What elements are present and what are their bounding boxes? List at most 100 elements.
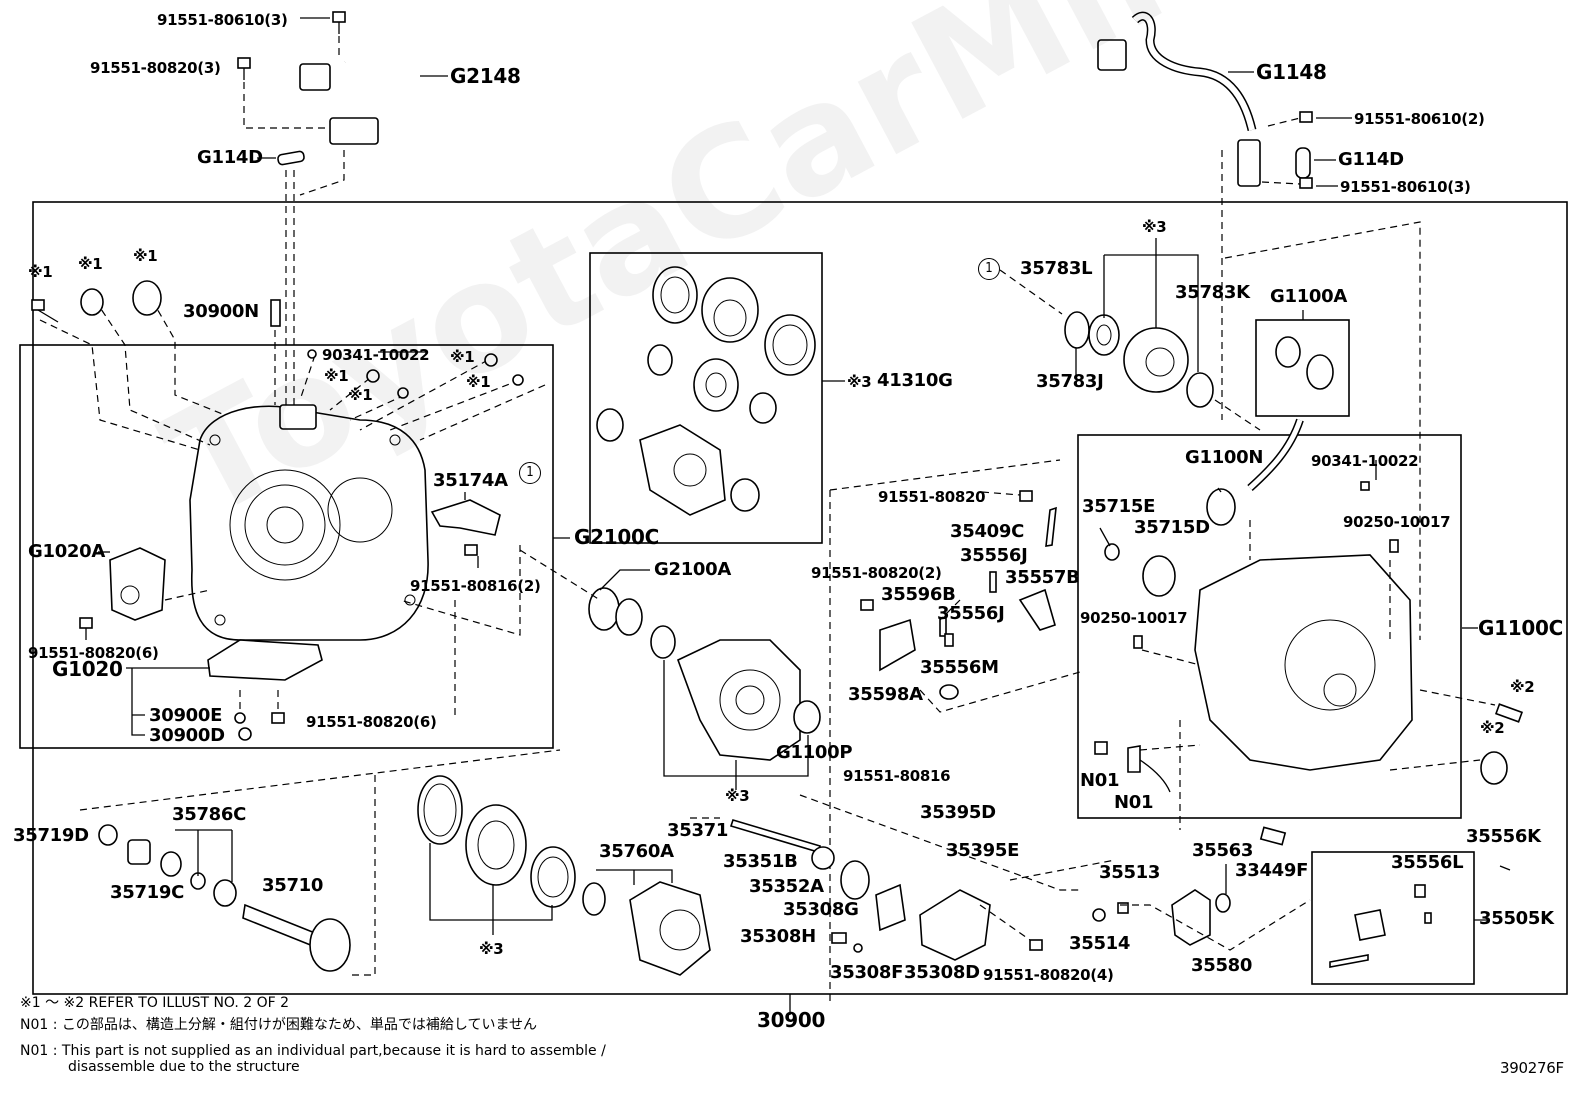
label-91551-80820-6a: 91551-80820(6) bbox=[28, 644, 159, 662]
label-x3-bot: ※3 bbox=[479, 940, 504, 958]
label-35174a: 35174A bbox=[433, 470, 508, 491]
label-35308h: 35308H bbox=[740, 926, 816, 947]
diff-case-assembly bbox=[676, 639, 801, 761]
bearing bbox=[465, 804, 527, 886]
label-35556m: 35556M bbox=[920, 657, 999, 678]
label-35710: 35710 bbox=[262, 875, 324, 896]
35505k-kit-frame bbox=[1311, 851, 1475, 985]
label-35783j: 35783J bbox=[1036, 371, 1104, 392]
label-30900d: 30900D bbox=[149, 725, 225, 746]
label-91551-80816-2: 91551-80816(2) bbox=[410, 577, 541, 595]
label-35505k: 35505K bbox=[1479, 908, 1554, 929]
label-g1148: G1148 bbox=[1256, 60, 1327, 84]
case-g1100c bbox=[1194, 554, 1413, 771]
label-35409c: 35409C bbox=[950, 521, 1025, 542]
label-35557b: 35557B bbox=[1005, 567, 1080, 588]
sensor-35556l bbox=[1354, 909, 1386, 941]
note-n01-jp: N01 : この部品は、構造上分解・組付けが困難なため、単品では補給していません bbox=[20, 1017, 538, 1033]
shaft-35710 bbox=[242, 903, 351, 972]
shim-35783j bbox=[1064, 311, 1090, 349]
label-x1-d: ※1 bbox=[450, 348, 475, 366]
label-x3-mid: ※3 bbox=[725, 787, 750, 805]
lever-35557b bbox=[1018, 588, 1056, 631]
note-refer: ※1 〜 ※2 REFER TO ILLUST NO. 2 OF 2 bbox=[20, 995, 290, 1011]
diff-kit-frame bbox=[589, 252, 823, 544]
label-35352a: 35352A bbox=[749, 876, 824, 897]
label-x1-a: ※1 bbox=[28, 263, 53, 281]
sensor-n01 bbox=[1127, 745, 1141, 773]
cover-35308d bbox=[919, 889, 991, 961]
label-91551-80820-3: 91551-80820(3) bbox=[90, 59, 221, 77]
harness-g2148 bbox=[299, 52, 448, 148]
label-g114d-left: G114D bbox=[197, 147, 263, 168]
label-91551-80820-mid: 91551-80820 bbox=[878, 488, 986, 506]
case-g2100c bbox=[189, 404, 429, 641]
shaft-35371 bbox=[729, 819, 822, 853]
label-91551-80610-2: 91551-80610(2) bbox=[1354, 110, 1485, 128]
label-91551-80820-6b: 91551-80820(6) bbox=[306, 713, 437, 731]
seal-x1-c bbox=[132, 280, 162, 316]
label-35786c: 35786C bbox=[172, 804, 247, 825]
note-n01-en-1: N01 : This part is not supplied as an in… bbox=[20, 1043, 606, 1059]
label-x2-b: ※2 bbox=[1480, 719, 1505, 737]
plate-35596b bbox=[879, 618, 916, 672]
pad-33449f bbox=[1259, 826, 1287, 846]
sensor-35580 bbox=[1171, 889, 1211, 946]
label-35719d: 35719D bbox=[13, 825, 89, 846]
label-x3-top: ※3 bbox=[1142, 218, 1167, 236]
label-x1-c: ※1 bbox=[133, 247, 158, 265]
label-35719c: 35719C bbox=[110, 882, 185, 903]
label-35715e: 35715E bbox=[1082, 496, 1156, 517]
label-35513: 35513 bbox=[1099, 862, 1161, 883]
label-30900e: 30900E bbox=[149, 705, 223, 726]
bolt-x1-a bbox=[31, 299, 59, 323]
right-case-frame bbox=[1077, 434, 1462, 819]
label-35556j-a: 35556J bbox=[960, 545, 1028, 566]
label-x1-g: ※1 bbox=[348, 386, 373, 404]
bolt-n01 bbox=[1094, 741, 1108, 755]
callout-circle-right: 1 bbox=[978, 258, 1000, 280]
pin-30900n bbox=[270, 299, 281, 327]
label-35556l: 35556L bbox=[1391, 852, 1464, 873]
label-x1-f: ※1 bbox=[466, 373, 491, 391]
label-35395e: 35395E bbox=[946, 840, 1020, 861]
label-35308f: 35308F bbox=[830, 962, 904, 983]
label-35596b: 35596B bbox=[881, 584, 956, 605]
label-g1100a: G1100A bbox=[1270, 286, 1348, 307]
seal-g1100n bbox=[1206, 488, 1236, 526]
label-90250-10017-b: 90250-10017 bbox=[1080, 609, 1188, 627]
label-g1020a: G1020A bbox=[28, 541, 106, 562]
cover-g1020a bbox=[109, 547, 166, 621]
label-35760a: 35760A bbox=[599, 841, 674, 862]
label-35580: 35580 bbox=[1191, 955, 1253, 976]
label-x1-b: ※1 bbox=[78, 255, 103, 273]
label-35351b: 35351B bbox=[723, 851, 798, 872]
plate-35174a bbox=[430, 499, 501, 536]
label-35563: 35563 bbox=[1192, 840, 1254, 861]
bolt-91551-80610-3-right bbox=[1299, 177, 1313, 189]
bolt-91551-80816 bbox=[464, 544, 478, 556]
bolt-91551-80820-top bbox=[237, 57, 251, 80]
bearing-35783k bbox=[1186, 372, 1214, 408]
label-35556j-b: 35556J bbox=[937, 603, 1005, 624]
label-33449f: 33449F bbox=[1235, 860, 1309, 881]
label-35783l: 35783L bbox=[1020, 258, 1093, 279]
label-g2100a: G2100A bbox=[654, 559, 732, 580]
label-35715d: 35715D bbox=[1134, 517, 1210, 538]
label-g1100p: G1100P bbox=[776, 742, 853, 763]
label-91551-80820-4: 91551-80820(4) bbox=[983, 966, 1114, 984]
gear-35783 bbox=[1123, 327, 1189, 393]
g1100a-kit-frame bbox=[1255, 319, 1350, 417]
label-91551-80610-3-top: 91551-80610(3) bbox=[157, 11, 288, 29]
label-35371: 35371 bbox=[667, 820, 729, 841]
seal-g2100a bbox=[588, 587, 620, 631]
gasket-35308g bbox=[875, 883, 906, 932]
label-x1-e: ※1 bbox=[324, 367, 349, 385]
label-g1020: G1020 bbox=[52, 657, 123, 681]
callout-circle-left: 1 bbox=[519, 462, 541, 484]
lever-35409c bbox=[1045, 506, 1057, 547]
label-assembly-30900: 30900 bbox=[757, 1008, 826, 1032]
seal-g114d-right bbox=[1295, 147, 1311, 179]
main-assembly-frame bbox=[32, 201, 1568, 995]
